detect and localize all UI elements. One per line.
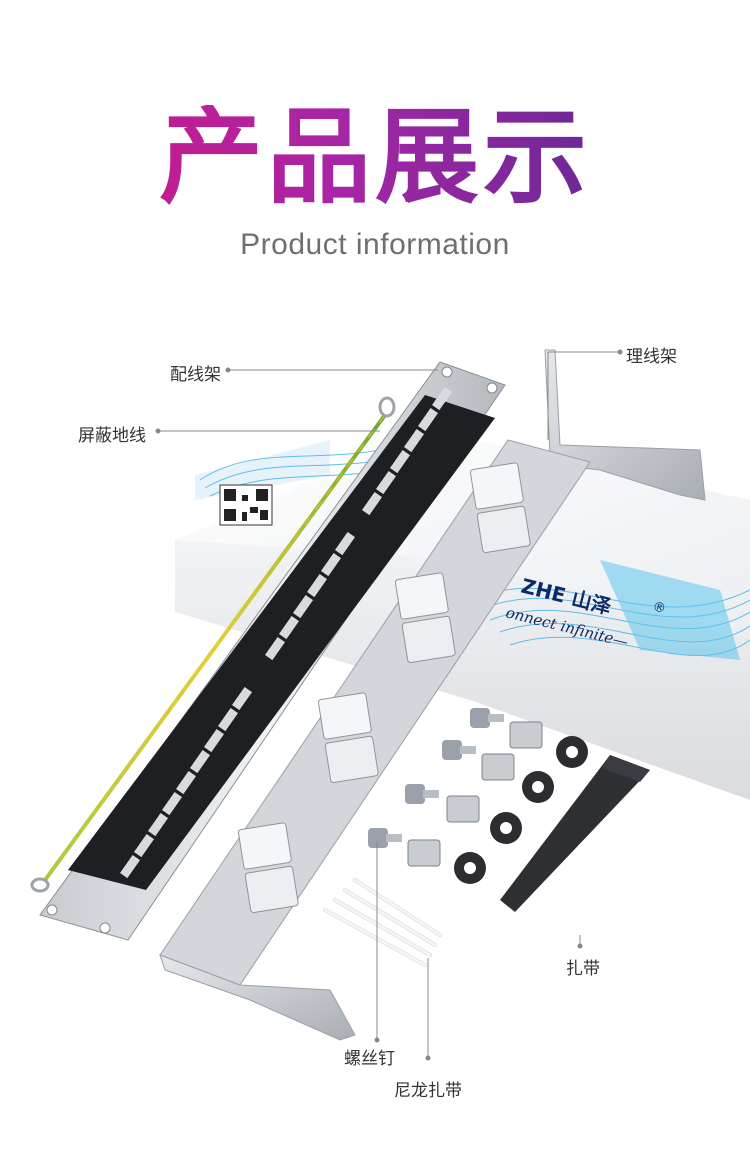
shield-ground-wire xyxy=(30,396,396,893)
label-cable-manager: 理线架 xyxy=(626,347,677,367)
cable-manager xyxy=(159,349,706,1041)
cable-manager-rings xyxy=(237,462,531,914)
patch-panel-ports xyxy=(120,386,452,879)
leader-lines xyxy=(155,349,623,1061)
label-patch-panel: 配线架 xyxy=(170,365,221,385)
box-registered-mark: ® xyxy=(651,599,667,617)
patch-panel xyxy=(39,361,506,941)
page-subtitle: Product information xyxy=(240,228,510,261)
page-title: 产品展示 xyxy=(0,105,750,209)
label-nylon-ties: 尼龙扎带 xyxy=(394,1081,462,1101)
label-velcro-strap: 扎带 xyxy=(566,959,600,979)
qr-code-icon xyxy=(219,484,273,526)
label-screws: 螺丝钉 xyxy=(344,1049,395,1069)
cage-nuts xyxy=(407,721,543,867)
washers xyxy=(454,736,588,884)
velcro-strap xyxy=(500,755,650,912)
label-shield-ground: 屏蔽地线 xyxy=(78,426,146,446)
screws xyxy=(368,708,504,848)
nylon-cable-ties xyxy=(323,878,442,967)
